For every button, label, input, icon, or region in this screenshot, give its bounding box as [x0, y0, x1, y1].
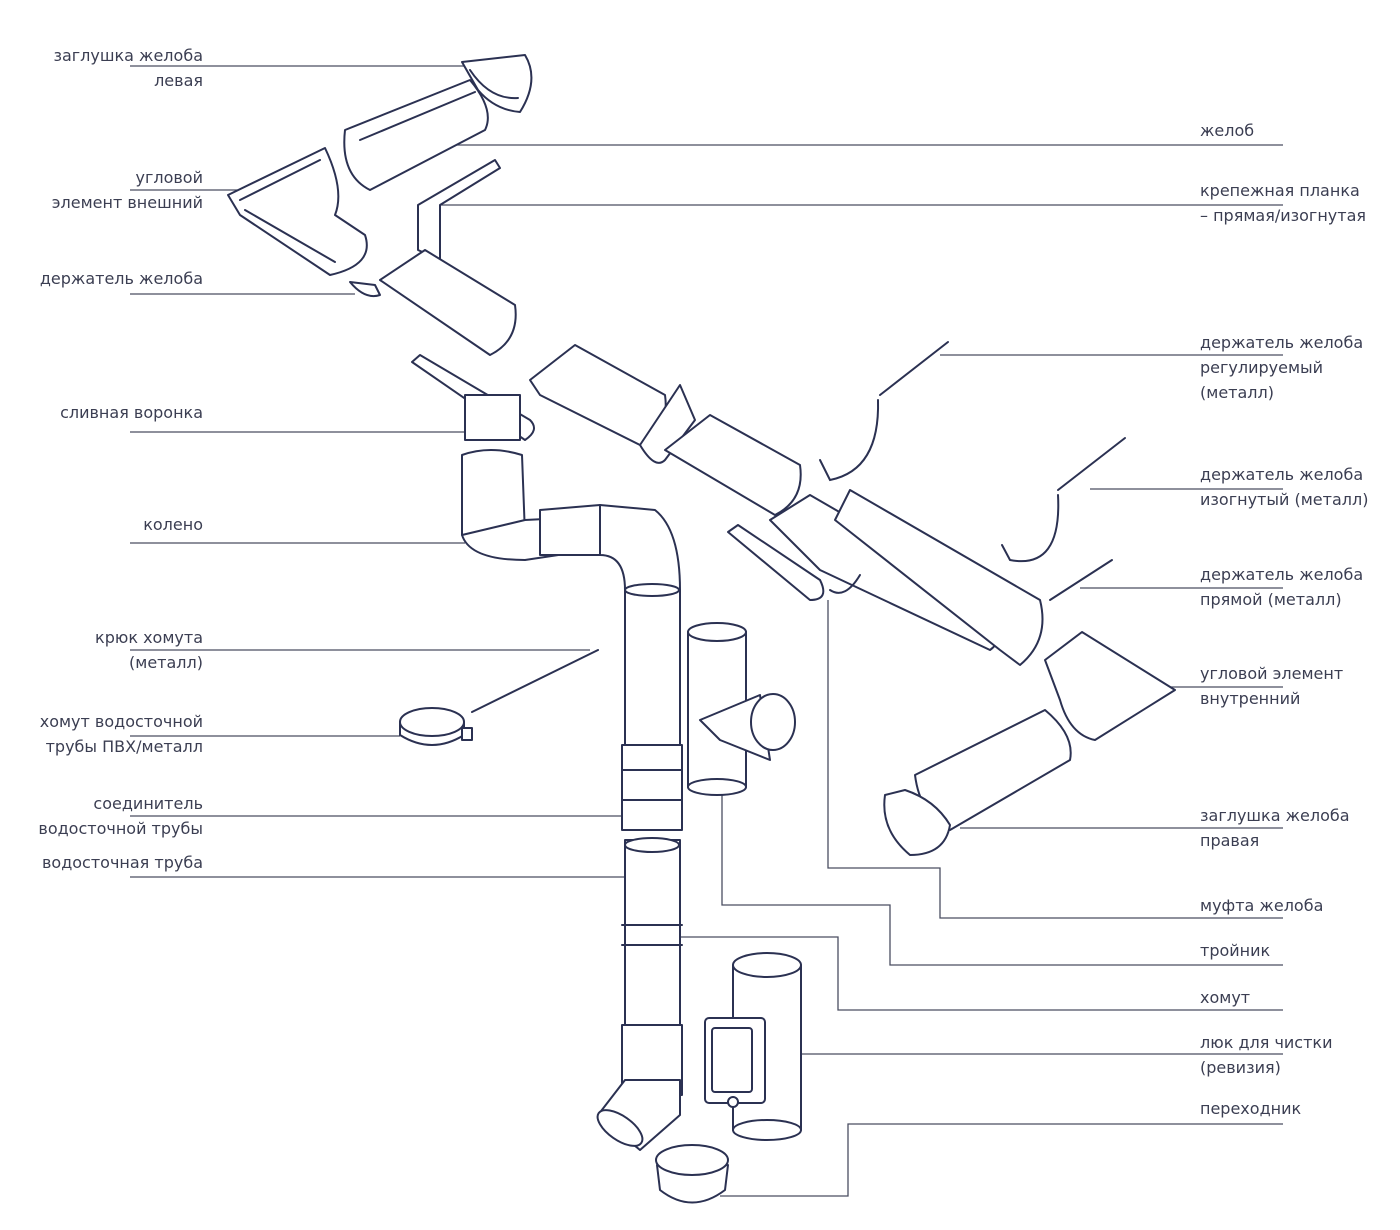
downpipe-part [596, 583, 683, 1151]
label-funnel: сливная воронка [60, 403, 203, 422]
gutter-main [349, 249, 1044, 666]
label-mounting-strip: крепежная планка– прямая/изогнутая [1200, 181, 1366, 225]
leader-lines [130, 65, 1283, 1197]
label-gutter-holder: держатель желоба [39, 269, 203, 288]
label-clamp-hook: крюк хомута(металл) [95, 628, 203, 672]
adapter-part [655, 1144, 729, 1204]
label-adapter: переходник [1200, 1099, 1302, 1118]
cleanout-part [704, 952, 802, 1141]
holders-right [819, 341, 1126, 601]
label-gutter-coupling: муфта желоба [1200, 896, 1324, 915]
label-gutter: желоб [1200, 121, 1255, 140]
label-tee: тройник [1200, 941, 1271, 960]
tee-part [687, 622, 796, 796]
funnel-elbow [461, 394, 681, 591]
label-elbow: колено [143, 515, 203, 534]
clamp-hook-part [399, 649, 599, 746]
label-clamp: хомут [1200, 988, 1251, 1007]
outer-corner-part [227, 147, 368, 276]
mounting-strip-part [417, 159, 501, 261]
label-downpipe: водосточная труба [41, 853, 203, 872]
inner-corner-part [883, 631, 1176, 856]
gutter-upper [343, 54, 533, 191]
label-cleanout: люк для чистки(ревизия) [1200, 1033, 1333, 1077]
